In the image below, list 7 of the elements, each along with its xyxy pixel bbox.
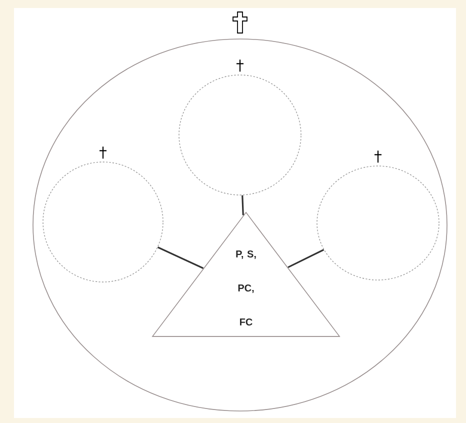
circle — [178, 74, 302, 196]
circle — [316, 166, 440, 280]
connector-line — [288, 249, 324, 268]
connector-line — [157, 246, 204, 269]
oval — [32, 38, 448, 412]
circle — [42, 162, 164, 282]
connector-line — [242, 195, 244, 216]
